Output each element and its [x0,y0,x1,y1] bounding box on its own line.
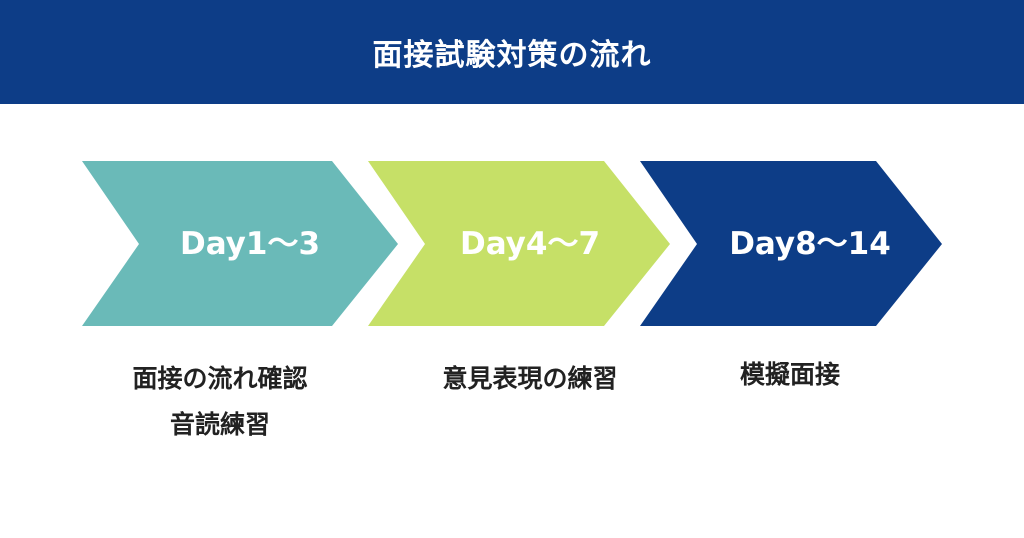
step-2-desc-line-1: 意見表現の練習 [442,364,618,393]
step-2-label: Day4〜7 [459,226,601,262]
step-3-description: 模擬面接 [690,352,890,398]
chevron-step-3 [640,161,942,326]
step-1-description: 面接の流れ確認 音読練習 [90,356,350,448]
chevron-step-1 [82,161,398,326]
step-1-desc-line-2: 音読練習 [169,410,270,439]
step-1-desc-line-1: 面接の流れ確認 [132,364,308,393]
header-band: 面接試験対策の流れ [0,0,1024,104]
step-2-description: 意見表現の練習 [395,356,665,402]
step-3-label: Day8〜14 [729,226,891,262]
step-3-desc-line-1: 模擬面接 [739,360,840,389]
step-1-label: Day1〜3 [179,226,321,262]
page-title: 面接試験対策の流れ [372,38,652,73]
chevron-step-2 [368,161,670,326]
